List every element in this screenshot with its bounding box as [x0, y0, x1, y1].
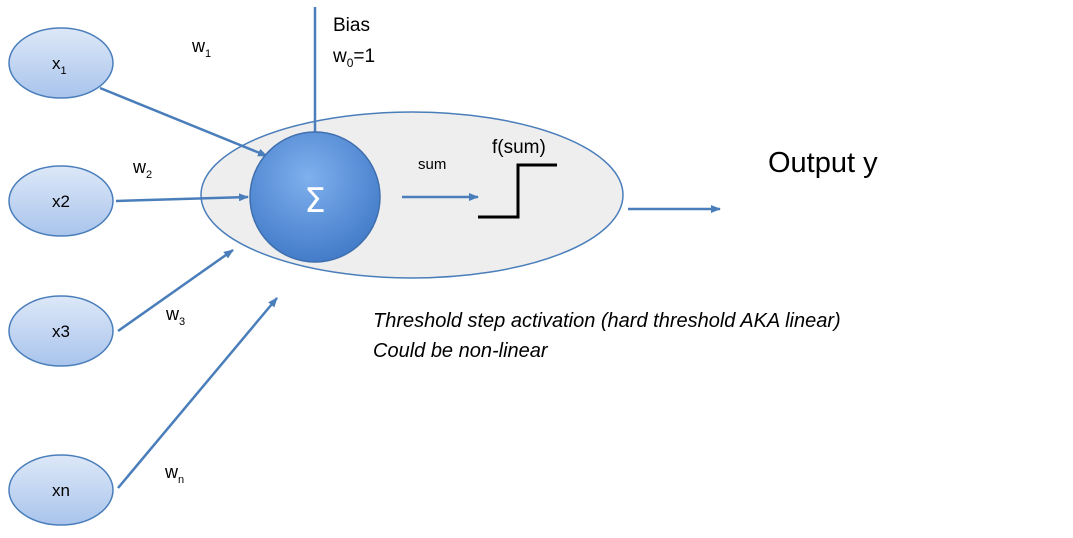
input-node-x3: x3 [8, 295, 114, 367]
svg-text:x1: x1 [52, 54, 67, 77]
step-function-icon [478, 163, 557, 219]
caption-line-2: Could be non-linear [373, 340, 549, 362]
weight-label-w2: w2 [132, 157, 152, 181]
caption-line-1: Threshold step activation (hard threshol… [373, 310, 841, 332]
weight-label-w1: w1 [191, 36, 211, 60]
summation-node [249, 131, 381, 263]
input-label-xn: xn [52, 481, 70, 500]
output-label: Output y [768, 147, 878, 179]
input-sub-x1: 1 [61, 65, 67, 77]
input-label-x2: x2 [52, 192, 70, 211]
input-node-xn: xn [8, 454, 114, 526]
weight-label-w3: w3 [165, 304, 185, 328]
arrow-x2-to-sum [115, 193, 249, 203]
bias-title: Bias [333, 15, 370, 36]
input-label-x3: x3 [52, 322, 70, 341]
arrow-xn-to-neuron [117, 297, 278, 489]
arrow-x1-to-sum [99, 86, 268, 158]
input-label-x1: x [52, 54, 61, 73]
summation-symbol: Σ [304, 181, 325, 221]
arrow-x3-to-neuron [117, 248, 234, 333]
input-node-x1: x1 [8, 27, 114, 99]
sum-label: sum [418, 156, 446, 173]
weight-label-wn: wn [164, 462, 184, 486]
activation-label: f(sum) [492, 137, 546, 158]
bias-weight: w0=1 [332, 46, 375, 70]
input-node-x2: x2 [8, 165, 114, 237]
